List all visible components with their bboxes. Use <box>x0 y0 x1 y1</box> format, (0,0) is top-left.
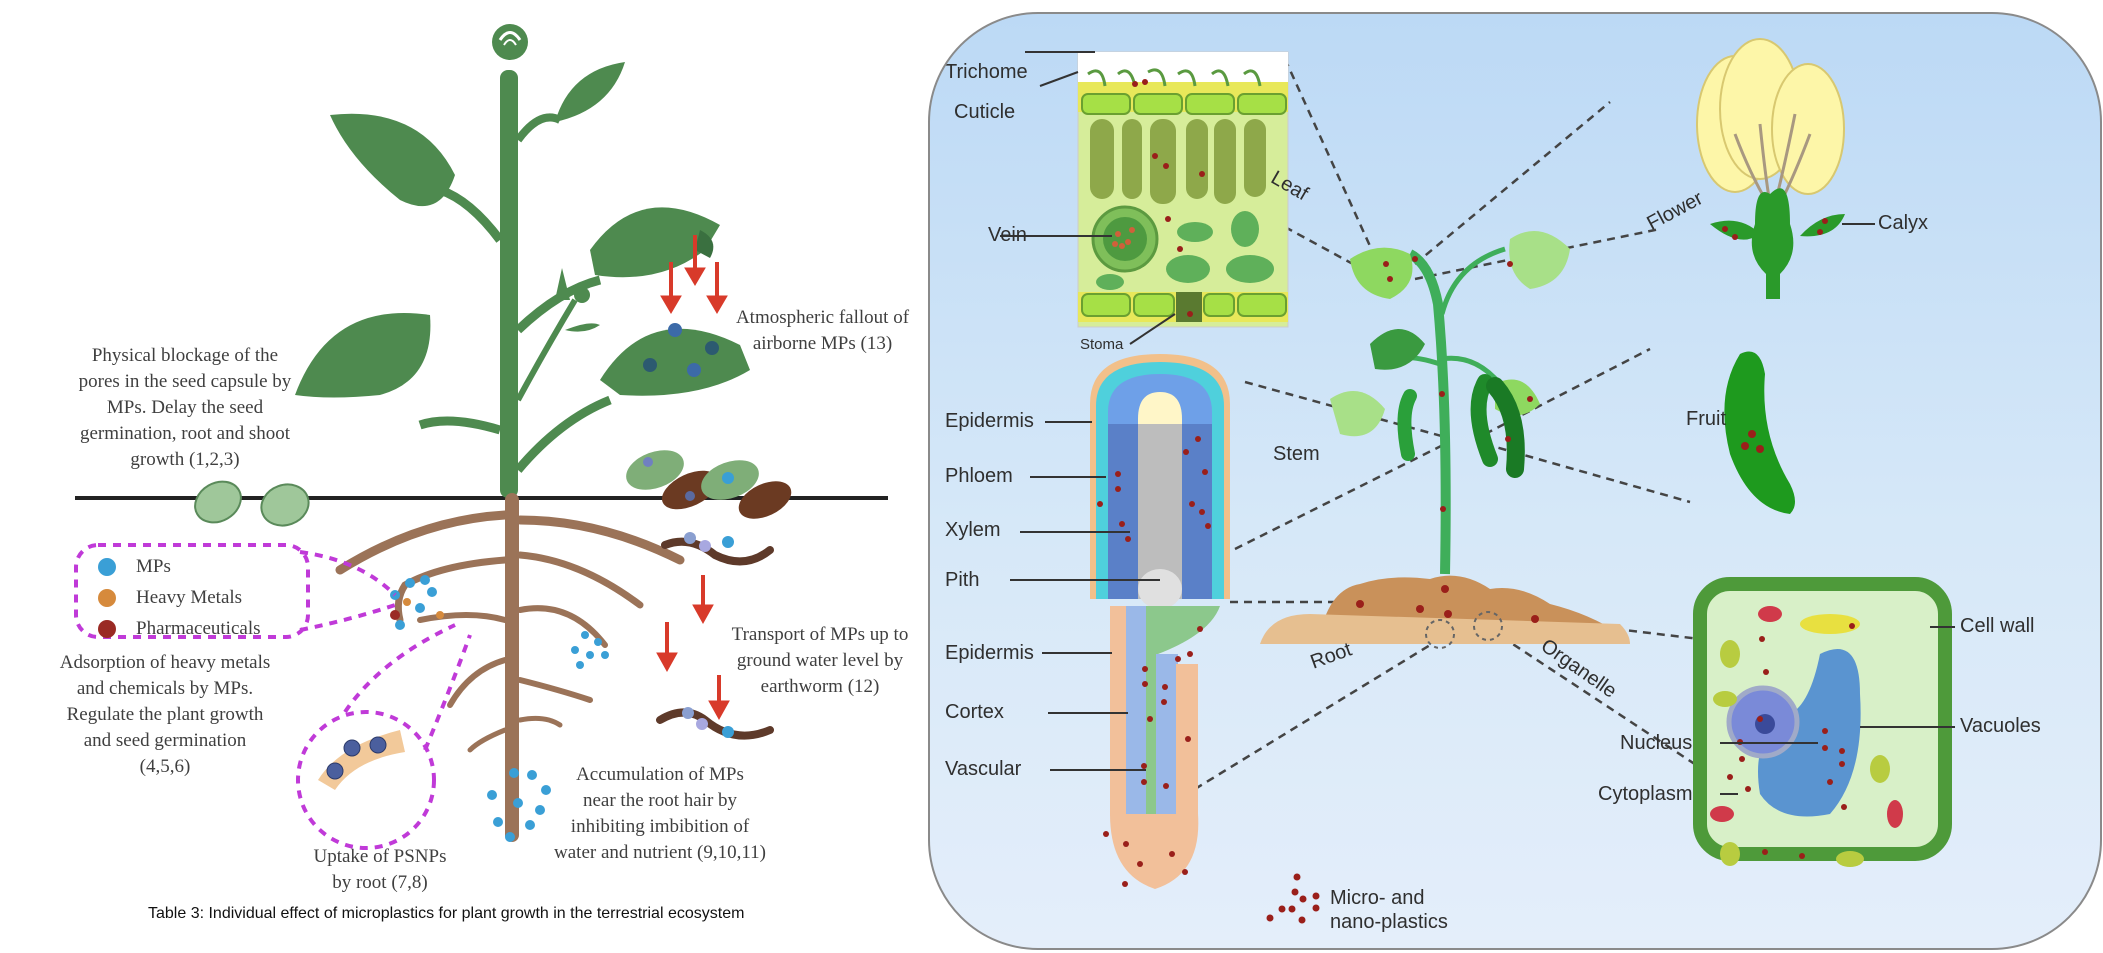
flower-detail <box>1696 38 1845 299</box>
label-stem-epidermis: Epidermis <box>945 410 1034 432</box>
plant-anatomy-illustration <box>1000 38 1955 924</box>
psnp-uptake-annotation: Uptake of PSNPs by root (7,8) <box>313 846 447 893</box>
legend-item-mps: MPs <box>98 551 261 582</box>
legend-callout-outline <box>74 543 397 639</box>
root-hair-mps <box>487 768 551 842</box>
root-system <box>335 493 685 842</box>
leaf-upper-left <box>330 113 504 243</box>
label-vein: Vein <box>988 224 1027 246</box>
microplastic-legend-text: Micro- and nano-plastics <box>1330 887 1448 933</box>
apical-bud <box>492 24 528 60</box>
label-stoma: Stoma <box>1080 336 1124 353</box>
label-cuticle: Cuticle <box>954 101 1016 123</box>
heavy-metal-dot-icon <box>98 588 116 607</box>
atmospheric-fallout-arrows <box>660 235 728 314</box>
earthworm-upper <box>661 532 774 566</box>
right-figure-panel: Trichome Cuticle Vein Stoma Epidermis Ph… <box>928 12 2102 950</box>
label-vascular: Vascular <box>945 758 1022 780</box>
fallen-leaves <box>626 450 792 519</box>
label-calyx: Calyx <box>1878 212 1929 234</box>
soil-mound <box>1260 575 1630 649</box>
pharmaceutical-dot-icon <box>98 619 116 638</box>
soil-transport-arrows <box>656 575 730 721</box>
label-pith: Pith <box>945 569 980 591</box>
label-trichome: Trichome <box>945 61 1028 83</box>
leaf-lower-right-contaminated <box>514 323 750 473</box>
leaf-upper-right <box>514 62 625 143</box>
label-nucleus: Nucleus <box>1620 732 1693 754</box>
root-cross-section <box>1103 606 1220 889</box>
label-root-epidermis: Epidermis <box>945 642 1034 664</box>
leaf-cross-section <box>1077 51 1289 328</box>
microplastic-legend-icon <box>1266 873 1320 924</box>
earthworm-lower <box>656 707 774 740</box>
stem-cross-section <box>1090 354 1230 609</box>
adsorption-cluster <box>390 575 444 630</box>
adsorption-annotation: Adsorption of heavy metals and chemicals… <box>59 652 271 777</box>
seeds <box>194 480 310 527</box>
main-stem-body <box>500 70 518 498</box>
uptake-callout-outline <box>296 623 472 850</box>
fruit-detail <box>1724 351 1795 514</box>
label-cortex: Cortex <box>945 701 1004 723</box>
legend-item-pharmaceuticals: Pharmaceuticals <box>98 613 261 644</box>
label-cell-wall: Cell wall <box>1960 615 2035 637</box>
leaf-lower-left <box>295 312 502 435</box>
root-segment-zoom <box>318 730 405 790</box>
left-figure: MPs Heavy Metals Pharmaceuticals Physica… <box>0 0 925 953</box>
atmospheric-fallout-annotation: Atmospheric fallout of airborne MPs (13) <box>735 307 910 354</box>
label-organ-stem: Stem <box>1273 443 1320 465</box>
plant-cell-detail <box>1693 577 1952 867</box>
label-vacuoles: Vacuoles <box>1960 715 2041 737</box>
mp-dot-icon <box>98 557 116 576</box>
seed-blockage-annotation: Physical blockage of the pores in the se… <box>78 345 292 470</box>
label-phloem: Phloem <box>945 465 1013 487</box>
contaminant-legend: MPs Heavy Metals Pharmaceuticals <box>98 551 261 644</box>
root-hair-annotation: Accumulation of MPs near the root hair b… <box>554 764 766 863</box>
side-root-mps <box>571 631 609 669</box>
plant-illustration <box>74 24 888 850</box>
label-cytoplasm: Cytoplasm <box>1598 783 1693 805</box>
cucumber-plant <box>1330 231 1570 575</box>
label-organ-fruit: Fruit <box>1686 408 1726 430</box>
figure-caption: Table 3: Individual effect of microplast… <box>148 905 745 922</box>
label-xylem: Xylem <box>945 519 1001 541</box>
legend-item-heavy-metals: Heavy Metals <box>98 582 261 613</box>
earthworm-transport-annotation: Transport of MPs up to ground water leve… <box>731 624 909 697</box>
